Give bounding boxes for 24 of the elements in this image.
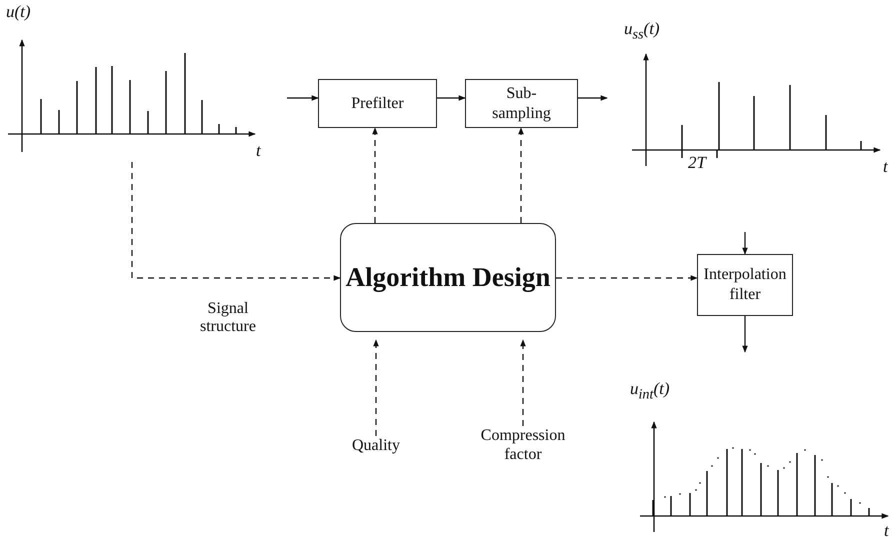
arrow <box>437 95 466 101</box>
arrow <box>742 232 748 255</box>
tick-label: 2T <box>688 154 706 171</box>
input-label: Compression factor <box>470 426 576 470</box>
process-box: Interpolation filter <box>697 254 793 316</box>
axis-label: t <box>256 142 261 159</box>
axis-label: t <box>883 158 888 175</box>
dashed-arrow <box>131 162 341 281</box>
dashed-arrow <box>372 127 378 223</box>
process-box: Algorithm Design <box>340 223 556 332</box>
process-box: Prefilter <box>318 79 437 128</box>
dashed-arrow <box>520 339 526 426</box>
arrow <box>578 95 608 101</box>
axis-label: t <box>884 522 889 537</box>
dashed-arrow <box>518 127 524 223</box>
process-box: Sub-sampling <box>465 79 578 128</box>
arrow <box>742 316 748 353</box>
input-label: Quality <box>336 436 416 460</box>
axis-label: u$_{int}$(t) <box>630 380 670 402</box>
dashed-arrow <box>373 339 379 436</box>
axis-label: u$_{ss}$(t) <box>624 20 660 42</box>
axis-label: u(t) <box>6 3 31 20</box>
arrow <box>287 95 319 101</box>
dashed-arrow <box>556 275 698 281</box>
